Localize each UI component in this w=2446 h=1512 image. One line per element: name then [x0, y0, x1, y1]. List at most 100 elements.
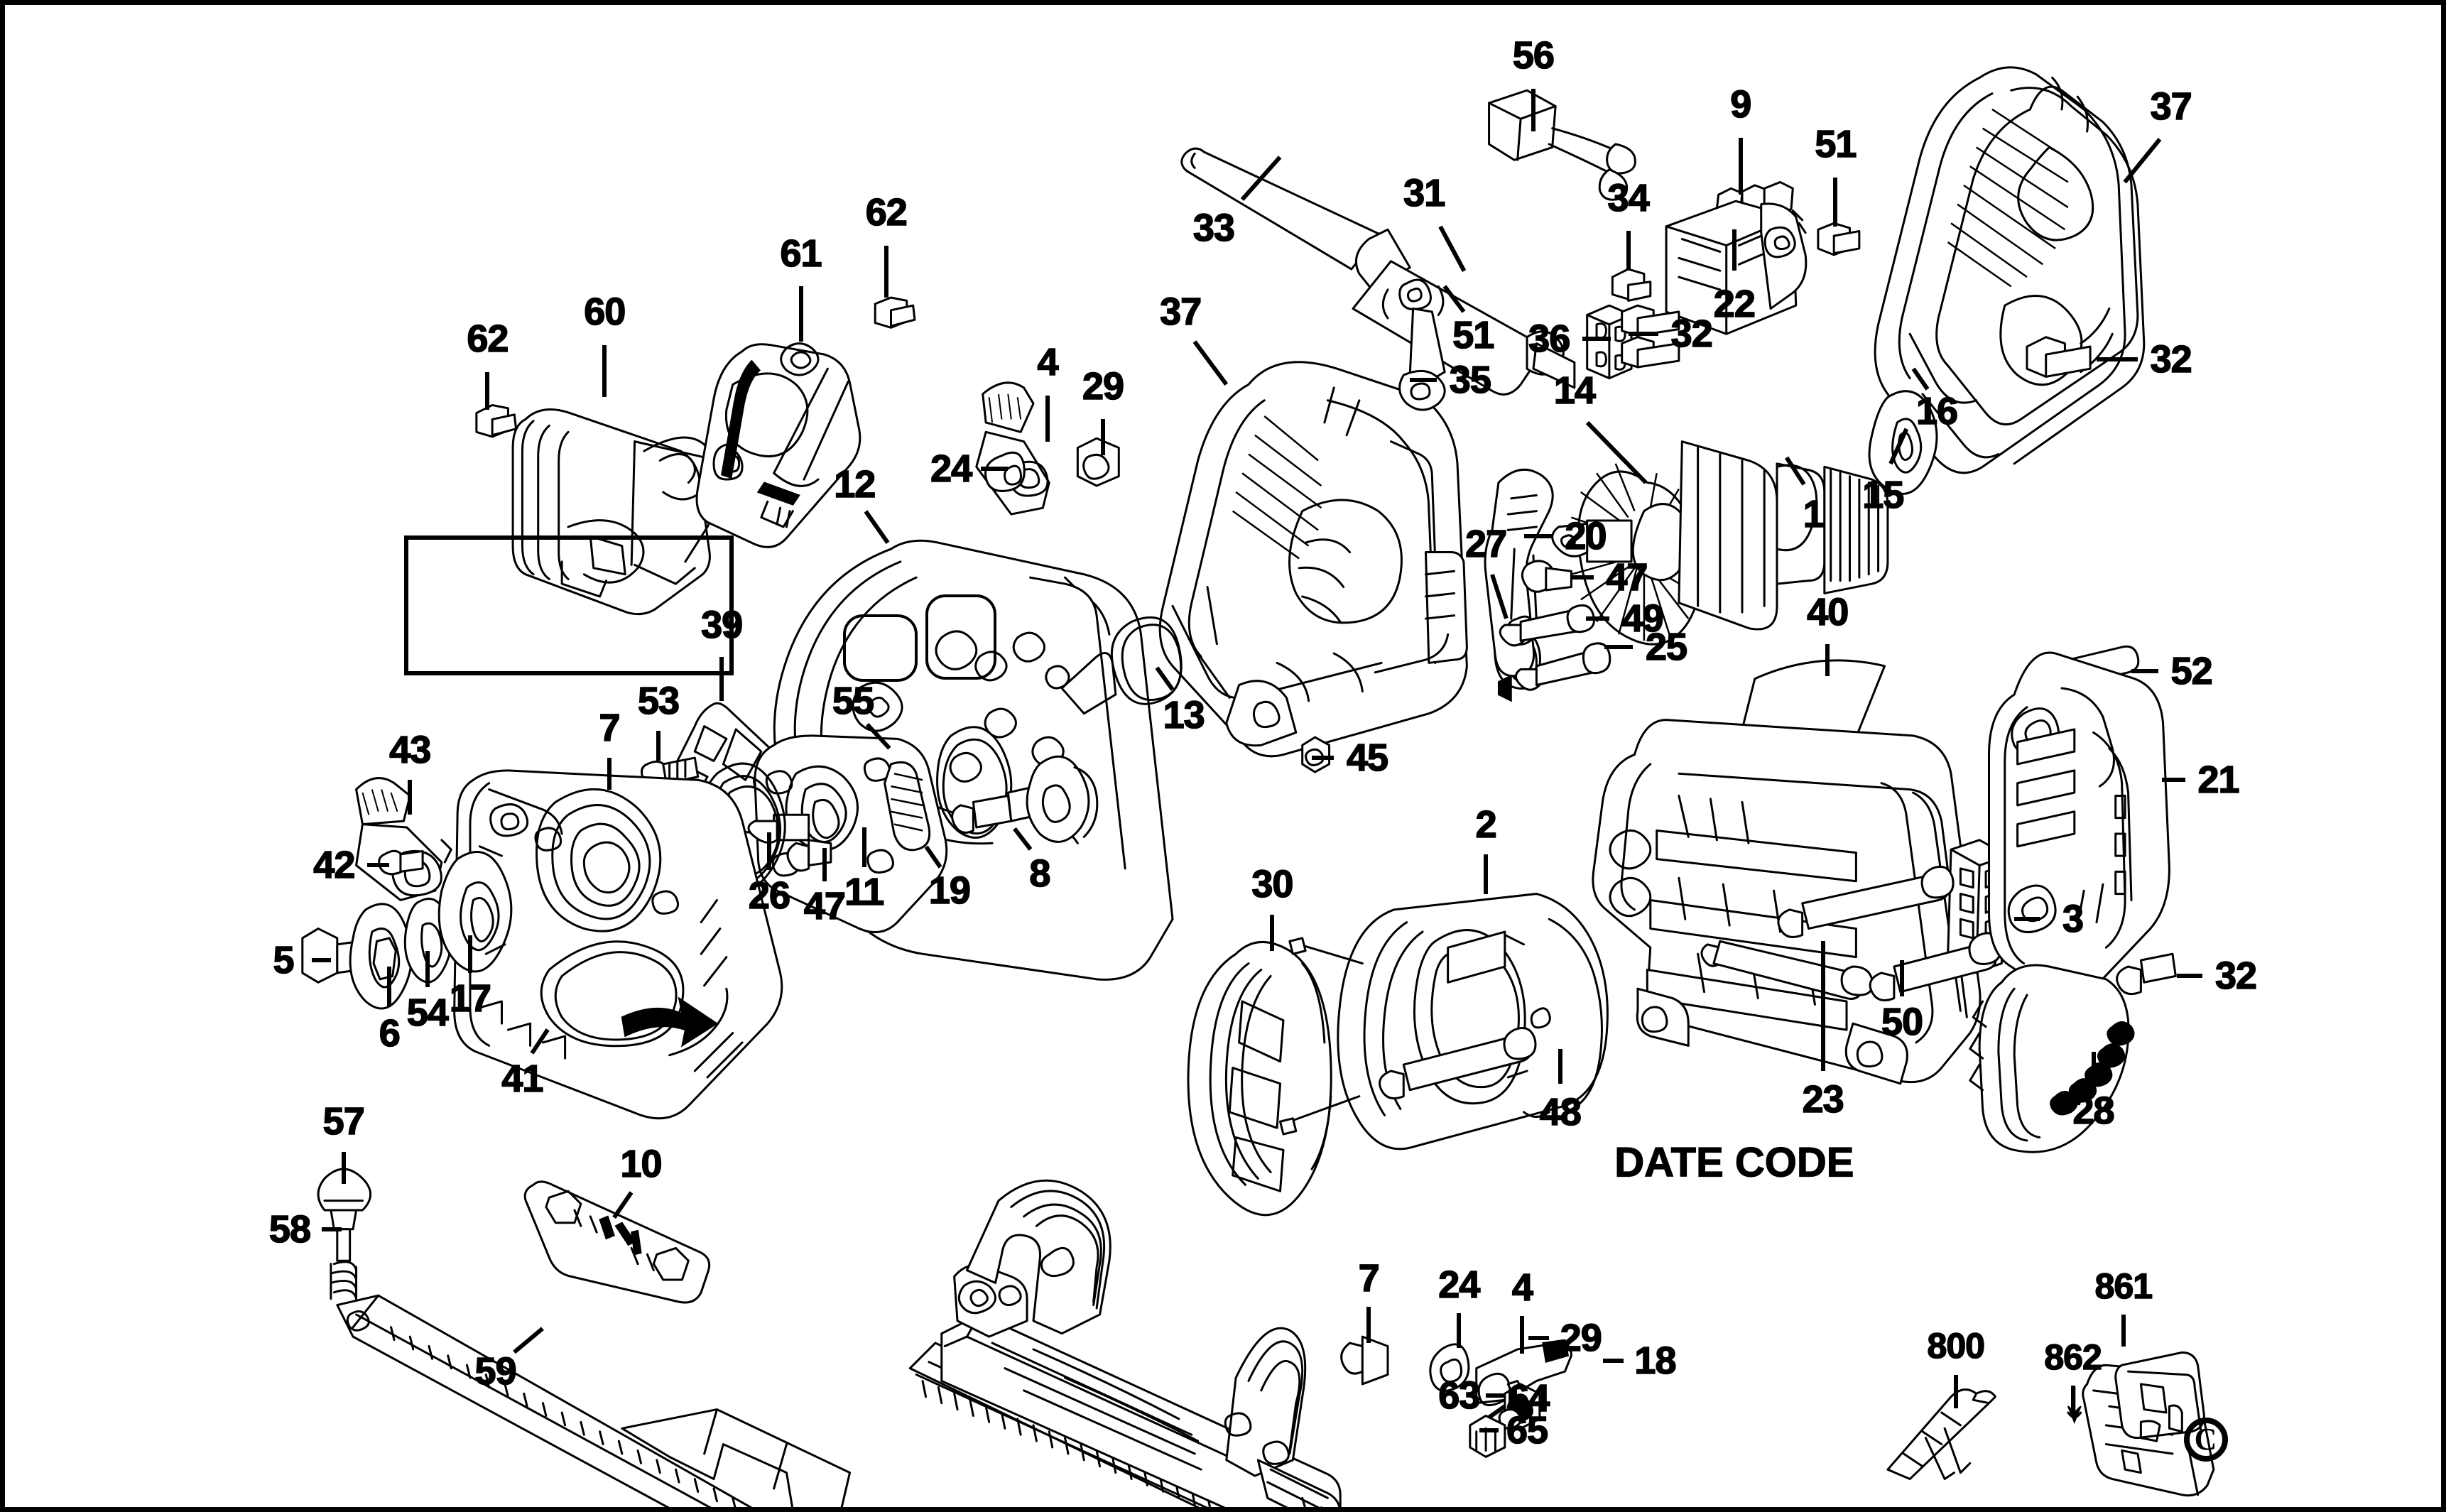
leader-line-65 [1479, 1427, 1499, 1432]
callout-number-29b: 29 [1560, 1317, 1603, 1360]
leader-line-6 [387, 967, 392, 1006]
part-32a-bolt [2027, 337, 2090, 377]
leader-line-35 [1410, 377, 1437, 382]
callout-number-65: 65 [1506, 1408, 1549, 1452]
callout-number-51b: 51 [1452, 314, 1495, 357]
callout-number-11: 11 [844, 871, 885, 914]
leader-line-20 [1523, 534, 1553, 539]
callout-number-52: 52 [2170, 649, 2214, 692]
callout-number-33: 33 [1192, 207, 1236, 249]
callout-number-24a: 24 [930, 447, 973, 490]
part-32c-bolt [2117, 954, 2176, 994]
callout-number-27: 27 [1464, 523, 1508, 566]
part-62b-screw [875, 298, 915, 327]
leader-line-60 [602, 344, 607, 398]
part-43-lever [357, 778, 452, 901]
callout-number-50: 50 [1881, 1000, 1924, 1043]
leader-line-32 [2177, 974, 2203, 979]
leader-line-21 [2161, 778, 2185, 783]
callout-number-37r: 37 [2150, 85, 2193, 128]
leader-line-32 [2097, 357, 2138, 361]
callout-number-32b: 32 [1670, 312, 1714, 356]
callout-number-32a: 32 [2150, 337, 2193, 381]
part-4a-lever [977, 383, 1049, 514]
callout-number-26: 26 [748, 874, 791, 917]
callout-number-12: 12 [833, 462, 876, 506]
callout-number-861: 861 [2094, 1266, 2153, 1306]
leader-line-56 [1531, 89, 1535, 132]
leader-line-48 [1558, 1048, 1562, 1084]
callout-number-3: 3 [2062, 898, 2084, 941]
callout-number-10: 10 [620, 1143, 663, 1186]
callout-number-8: 8 [1029, 852, 1052, 895]
leader-line-7 [607, 758, 612, 790]
part-58-spring [331, 1262, 357, 1302]
part-8-bushing [1027, 756, 1097, 842]
callout-number-9: 9 [1729, 83, 1752, 126]
callout-number-64: 64 [1507, 1376, 1550, 1420]
part-47a-pin [1522, 561, 1571, 592]
leader-line-7 [1366, 1306, 1371, 1344]
date-code-label: DATE CODE [1614, 1139, 1854, 1186]
callout-number-22: 22 [1713, 282, 1756, 325]
callout-number-62b: 62 [865, 190, 908, 234]
leader-line-63 [1486, 1393, 1505, 1398]
leader-line-52 [2131, 668, 2158, 673]
leader-line-800 [1953, 1374, 1958, 1408]
callout-number-36: 36 [1528, 317, 1571, 360]
part-42-screw [379, 851, 423, 874]
leader-line-29 [1528, 1336, 1550, 1341]
part-59-rip-fence [337, 1295, 929, 1507]
leader-line-29 [1101, 419, 1105, 456]
callout-number-55: 55 [832, 679, 875, 722]
callout-number-45: 45 [1346, 736, 1389, 780]
leader-line-61 [798, 286, 803, 342]
callout-number-14: 14 [1553, 369, 1597, 413]
callout-number-39: 39 [700, 603, 744, 646]
callout-number-58: 58 [268, 1207, 312, 1251]
callout-number-5: 5 [273, 939, 295, 982]
inset-800-blade [1888, 1390, 1995, 1479]
callout-number-42: 42 [313, 844, 357, 887]
part-41-lower-guard [455, 771, 782, 1119]
inset-18-shoe-assembly [910, 1180, 1571, 1507]
callout-number-6: 6 [379, 1011, 401, 1055]
part-21-handle [1989, 653, 2170, 1000]
exploded-view-artwork [5, 5, 2446, 1507]
leader-line-43 [408, 780, 413, 815]
part-17-flange [439, 847, 511, 972]
part-22-switch [1666, 201, 1806, 334]
part-29a-nut [1077, 438, 1119, 486]
callout-number-21: 21 [2197, 758, 2241, 802]
leader-line-11 [861, 827, 866, 867]
callout-number-7a: 7 [599, 706, 621, 749]
leader-line-58 [321, 1227, 342, 1231]
part-1-armature [1553, 442, 1888, 645]
callout-number-43: 43 [388, 728, 432, 771]
leader-line-3 [2014, 917, 2040, 922]
callout-number-49: 49 [1621, 597, 1665, 641]
callout-number-16: 16 [1915, 390, 1959, 433]
part-47b-pin [788, 840, 831, 871]
callout-number-4a: 4 [1037, 341, 1060, 384]
leader-line-62 [884, 245, 888, 298]
callout-number-30: 30 [1251, 863, 1295, 906]
leader-line-47 [822, 847, 827, 881]
part-45-nut [1303, 737, 1330, 772]
leader-line-62 [485, 371, 490, 410]
inset-frame-kitbox-accessory [925, 594, 996, 680]
callout-number-37c: 37 [1159, 290, 1202, 334]
part-30-baffle [1188, 942, 1331, 1214]
part-31-33-rod [1182, 148, 1575, 394]
part-61-cover [697, 344, 860, 548]
callout-number-800: 800 [1927, 1326, 1986, 1366]
leader-line-9 [1738, 138, 1743, 195]
leader-line-4 [1045, 396, 1050, 442]
part-26b-oring [937, 727, 1011, 838]
leader-line-34 [1626, 231, 1631, 271]
callout-number-63: 63 [1437, 1374, 1481, 1417]
callout-number-59: 59 [474, 1350, 518, 1393]
callout-number-15: 15 [1861, 474, 1905, 517]
leader-line-57 [341, 1151, 346, 1184]
leader-line-39 [719, 656, 724, 701]
